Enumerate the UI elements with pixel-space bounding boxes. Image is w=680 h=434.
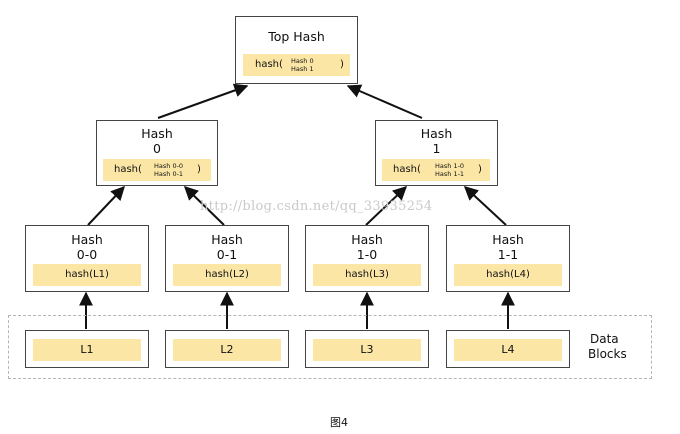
hash-1-0-value: hash(L3) bbox=[345, 269, 389, 280]
arrow-hash0-to-top bbox=[157, 83, 249, 119]
data-block-l4-label: L4 bbox=[501, 343, 515, 356]
hash-0-1-formula: hash(L2) bbox=[173, 264, 281, 286]
arrow-hash10-to-hash1 bbox=[365, 186, 408, 226]
hash-1-1-formula: hash(L4) bbox=[454, 264, 562, 286]
data-block-l2-label: L2 bbox=[220, 343, 234, 356]
hash-0-prefix: hash( bbox=[114, 164, 142, 175]
data-block-l2-fill: L2 bbox=[173, 339, 281, 361]
hash-0-0-value: hash(L1) bbox=[65, 269, 109, 280]
hash-1-1-index: 1-1 bbox=[497, 247, 519, 262]
hash-1-0-index: 1-0 bbox=[356, 247, 378, 262]
hash-1-inner-2: Hash 1-1 bbox=[435, 170, 465, 178]
hash-0-0-title: Hash bbox=[71, 232, 103, 247]
top-hash-prefix: hash( bbox=[255, 59, 283, 70]
hash-1-0-formula: hash(L3) bbox=[313, 264, 421, 286]
hash-1-title: Hash bbox=[420, 126, 453, 141]
data-blocks-label-1: Data bbox=[590, 332, 619, 346]
hash-0-1-title: Hash bbox=[211, 232, 243, 247]
hash-1-formula: hash( Hash 1-0 Hash 1-1 ) bbox=[382, 159, 490, 181]
hash-1-suffix: ) bbox=[478, 164, 482, 175]
data-block-l1-fill: L1 bbox=[33, 339, 141, 361]
hash-1-inner-1: Hash 1-0 bbox=[435, 162, 465, 170]
hash-0-0-formula: hash(L1) bbox=[33, 264, 141, 286]
hash-1-node: Hash 1 hash( Hash 1-0 Hash 1-1 ) bbox=[375, 120, 498, 186]
hash-0-suffix: ) bbox=[197, 164, 201, 175]
hash-1-1-node: Hash 1-1 hash(L4) bbox=[446, 225, 570, 292]
hash-1-1-title: Hash bbox=[492, 232, 524, 247]
arrow-hash00-to-hash0 bbox=[87, 185, 125, 226]
top-hash-title: Top Hash bbox=[268, 29, 325, 44]
data-block-l4: L4 bbox=[446, 330, 570, 368]
hash-0-node: Hash 0 hash( Hash 0-0 Hash 0-1 ) bbox=[96, 120, 218, 186]
hash-1-1-value: hash(L4) bbox=[486, 269, 530, 280]
top-hash-inner-1: Hash 0 bbox=[291, 57, 314, 65]
hash-1-0-title: Hash bbox=[351, 232, 383, 247]
data-block-l3-fill: L3 bbox=[313, 339, 421, 361]
watermark-text: http://blog.csdn.net/qq_33935254 bbox=[200, 199, 433, 214]
data-block-l3: L3 bbox=[305, 330, 429, 368]
hash-1-0-node: Hash 1-0 hash(L3) bbox=[305, 225, 429, 292]
hash-0-0-node: Hash 0-0 hash(L1) bbox=[25, 225, 149, 292]
figure-caption: 图4 bbox=[330, 416, 348, 429]
hash-1-prefix: hash( bbox=[393, 164, 421, 175]
data-block-l2: L2 bbox=[165, 330, 289, 368]
data-block-l3-label: L3 bbox=[360, 343, 374, 356]
hash-1-index: 1 bbox=[432, 141, 441, 156]
top-hash-suffix: ) bbox=[340, 59, 344, 70]
hash-0-index: 0 bbox=[153, 141, 161, 156]
arrow-hash1-to-top bbox=[346, 84, 423, 119]
data-blocks-region bbox=[8, 315, 652, 379]
hash-0-title: Hash bbox=[141, 126, 173, 141]
top-hash-node: Top Hash hash( Hash 0 Hash 1 ) bbox=[235, 16, 358, 84]
data-block-l1-label: L1 bbox=[80, 343, 94, 356]
hash-0-1-value: hash(L2) bbox=[205, 269, 249, 280]
top-hash-inner-2: Hash 1 bbox=[291, 65, 314, 73]
data-blocks-label-2: Blocks bbox=[588, 347, 627, 361]
hash-0-1-index: 0-1 bbox=[216, 247, 238, 262]
arrow-hash11-to-hash1 bbox=[463, 186, 507, 226]
data-block-l4-fill: L4 bbox=[454, 339, 562, 361]
hash-0-inner-2: Hash 0-1 bbox=[154, 170, 184, 178]
hash-0-inner-1: Hash 0-0 bbox=[154, 162, 184, 170]
hash-0-1-node: Hash 0-1 hash(L2) bbox=[165, 225, 289, 292]
arrow-hash01-to-hash0 bbox=[183, 186, 225, 226]
hash-0-0-index: 0-0 bbox=[76, 247, 98, 262]
hash-0-formula: hash( Hash 0-0 Hash 0-1 ) bbox=[103, 159, 211, 181]
data-block-l1: L1 bbox=[25, 330, 149, 368]
top-hash-formula: hash( Hash 0 Hash 1 ) bbox=[243, 54, 350, 76]
